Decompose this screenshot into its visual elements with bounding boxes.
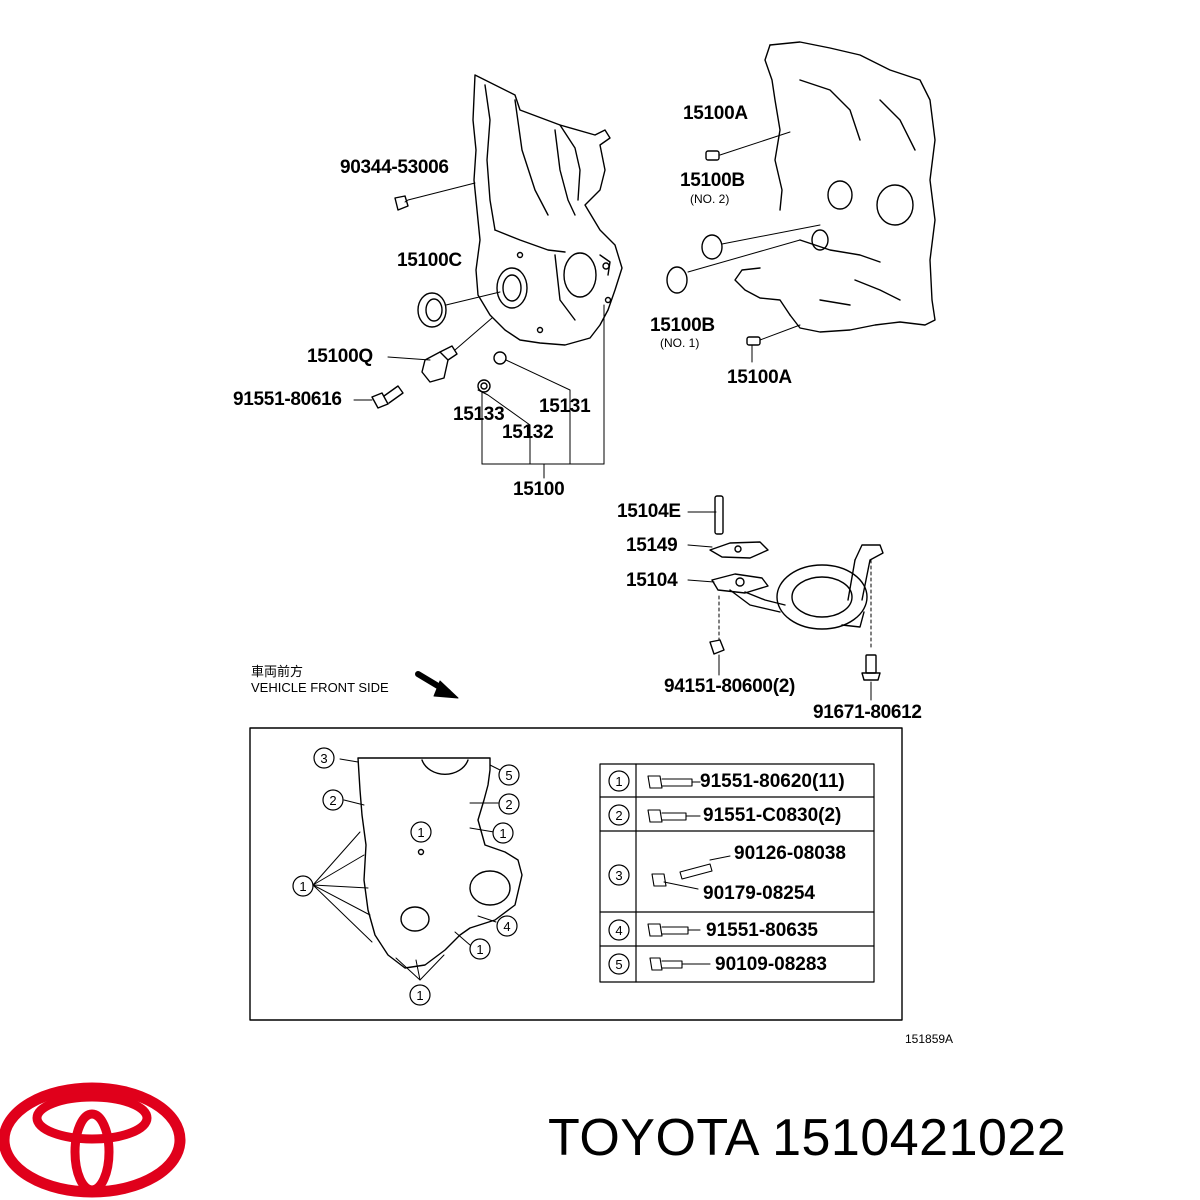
table-row-num: 3 <box>615 868 622 883</box>
timing-cover-drawing <box>472 74 623 346</box>
label-15131: 15131 <box>539 396 591 417</box>
table-row-num: 5 <box>615 957 622 972</box>
sensor-drawing <box>421 345 458 383</box>
toyota-logo-icon <box>0 1082 186 1198</box>
callout-num: 1 <box>476 942 483 957</box>
table-row-num: 2 <box>615 808 622 823</box>
label-15104: 15104 <box>626 570 678 591</box>
label-91551-80616: 91551-80616 <box>233 389 342 410</box>
oring-no2 <box>701 234 723 260</box>
seal-drawing <box>477 379 491 393</box>
cap-drawing <box>493 351 507 365</box>
sublabel-no2: (NO. 2) <box>690 192 730 206</box>
label-90344-53006: 90344-53006 <box>340 157 449 178</box>
label-15100Q: 15100Q <box>307 346 373 367</box>
engine-block-drawing <box>734 41 936 333</box>
label-15100B-no2: 15100B <box>680 170 745 191</box>
sublabel-no1: (NO. 1) <box>660 336 700 350</box>
label-94151-80600: 94151-80600(2) <box>664 676 796 697</box>
oil-strainer-drawing <box>709 495 884 630</box>
label-15100C: 15100C <box>397 250 462 271</box>
plug-drawing <box>394 195 409 211</box>
vehicle-front-note: 車両前方 VEHICLE FRONT SIDE <box>251 664 389 697</box>
callout-num: 1 <box>417 825 424 840</box>
bolt-table-grid <box>599 763 875 983</box>
table-part-4: 91551-80635 <box>706 920 818 941</box>
callout-num: 1 <box>499 826 506 841</box>
oring-no1 <box>666 266 688 294</box>
nut-drawing <box>709 639 725 655</box>
oil-seal-drawing <box>417 292 447 328</box>
label-15104E: 15104E <box>617 501 681 522</box>
callout-num: 3 <box>320 751 327 766</box>
callout-num: 2 <box>329 793 336 808</box>
label-15132: 15132 <box>502 422 554 443</box>
table-bolt-icons <box>647 775 731 971</box>
table-row-num: 4 <box>615 923 622 938</box>
label-15133: 15133 <box>453 404 505 425</box>
brand-part-title: TOYOTA 1510421022 <box>548 1109 1067 1167</box>
note-jp: 車両前方 <box>251 664 304 679</box>
leader-lines <box>312 131 872 981</box>
table-part-2: 91551-C0830(2) <box>703 805 842 826</box>
illustration-ref: 151859A <box>905 1032 954 1046</box>
bolt-drawing <box>371 385 404 409</box>
table-part-3a: 90126-08038 <box>734 843 846 864</box>
note-en: VEHICLE FRONT SIDE <box>251 680 389 696</box>
front-arrow-head <box>433 680 459 699</box>
inset-callouts <box>292 747 630 1006</box>
inset-cover-outline <box>357 757 523 969</box>
label-15149: 15149 <box>626 535 678 556</box>
inset-box <box>249 727 903 1021</box>
pin-upper <box>705 150 720 161</box>
callout-num: 2 <box>505 797 512 812</box>
table-row-num: 1 <box>615 774 622 789</box>
callout-num: 4 <box>503 919 510 934</box>
inset-callout-numbers: 3 5 2 2 1 1 1 4 1 1 1 2 3 4 5 <box>299 751 622 1003</box>
callout-num: 1 <box>416 988 423 1003</box>
table-part-3b: 90179-08254 <box>703 883 815 904</box>
callout-num: 5 <box>505 768 512 783</box>
label-15100A-bottom: 15100A <box>727 367 792 388</box>
pin-lower <box>746 336 761 346</box>
label-15100: 15100 <box>513 479 565 500</box>
flange-bolt-drawing <box>861 654 881 681</box>
label-15100B-no1: 15100B <box>650 315 715 336</box>
table-part-1: 91551-80620(11) <box>700 771 845 792</box>
callout-num: 1 <box>299 879 306 894</box>
label-15100A-top: 15100A <box>683 103 748 124</box>
label-91671-80612: 91671-80612 <box>813 702 922 723</box>
table-part-5: 90109-08283 <box>715 954 827 975</box>
